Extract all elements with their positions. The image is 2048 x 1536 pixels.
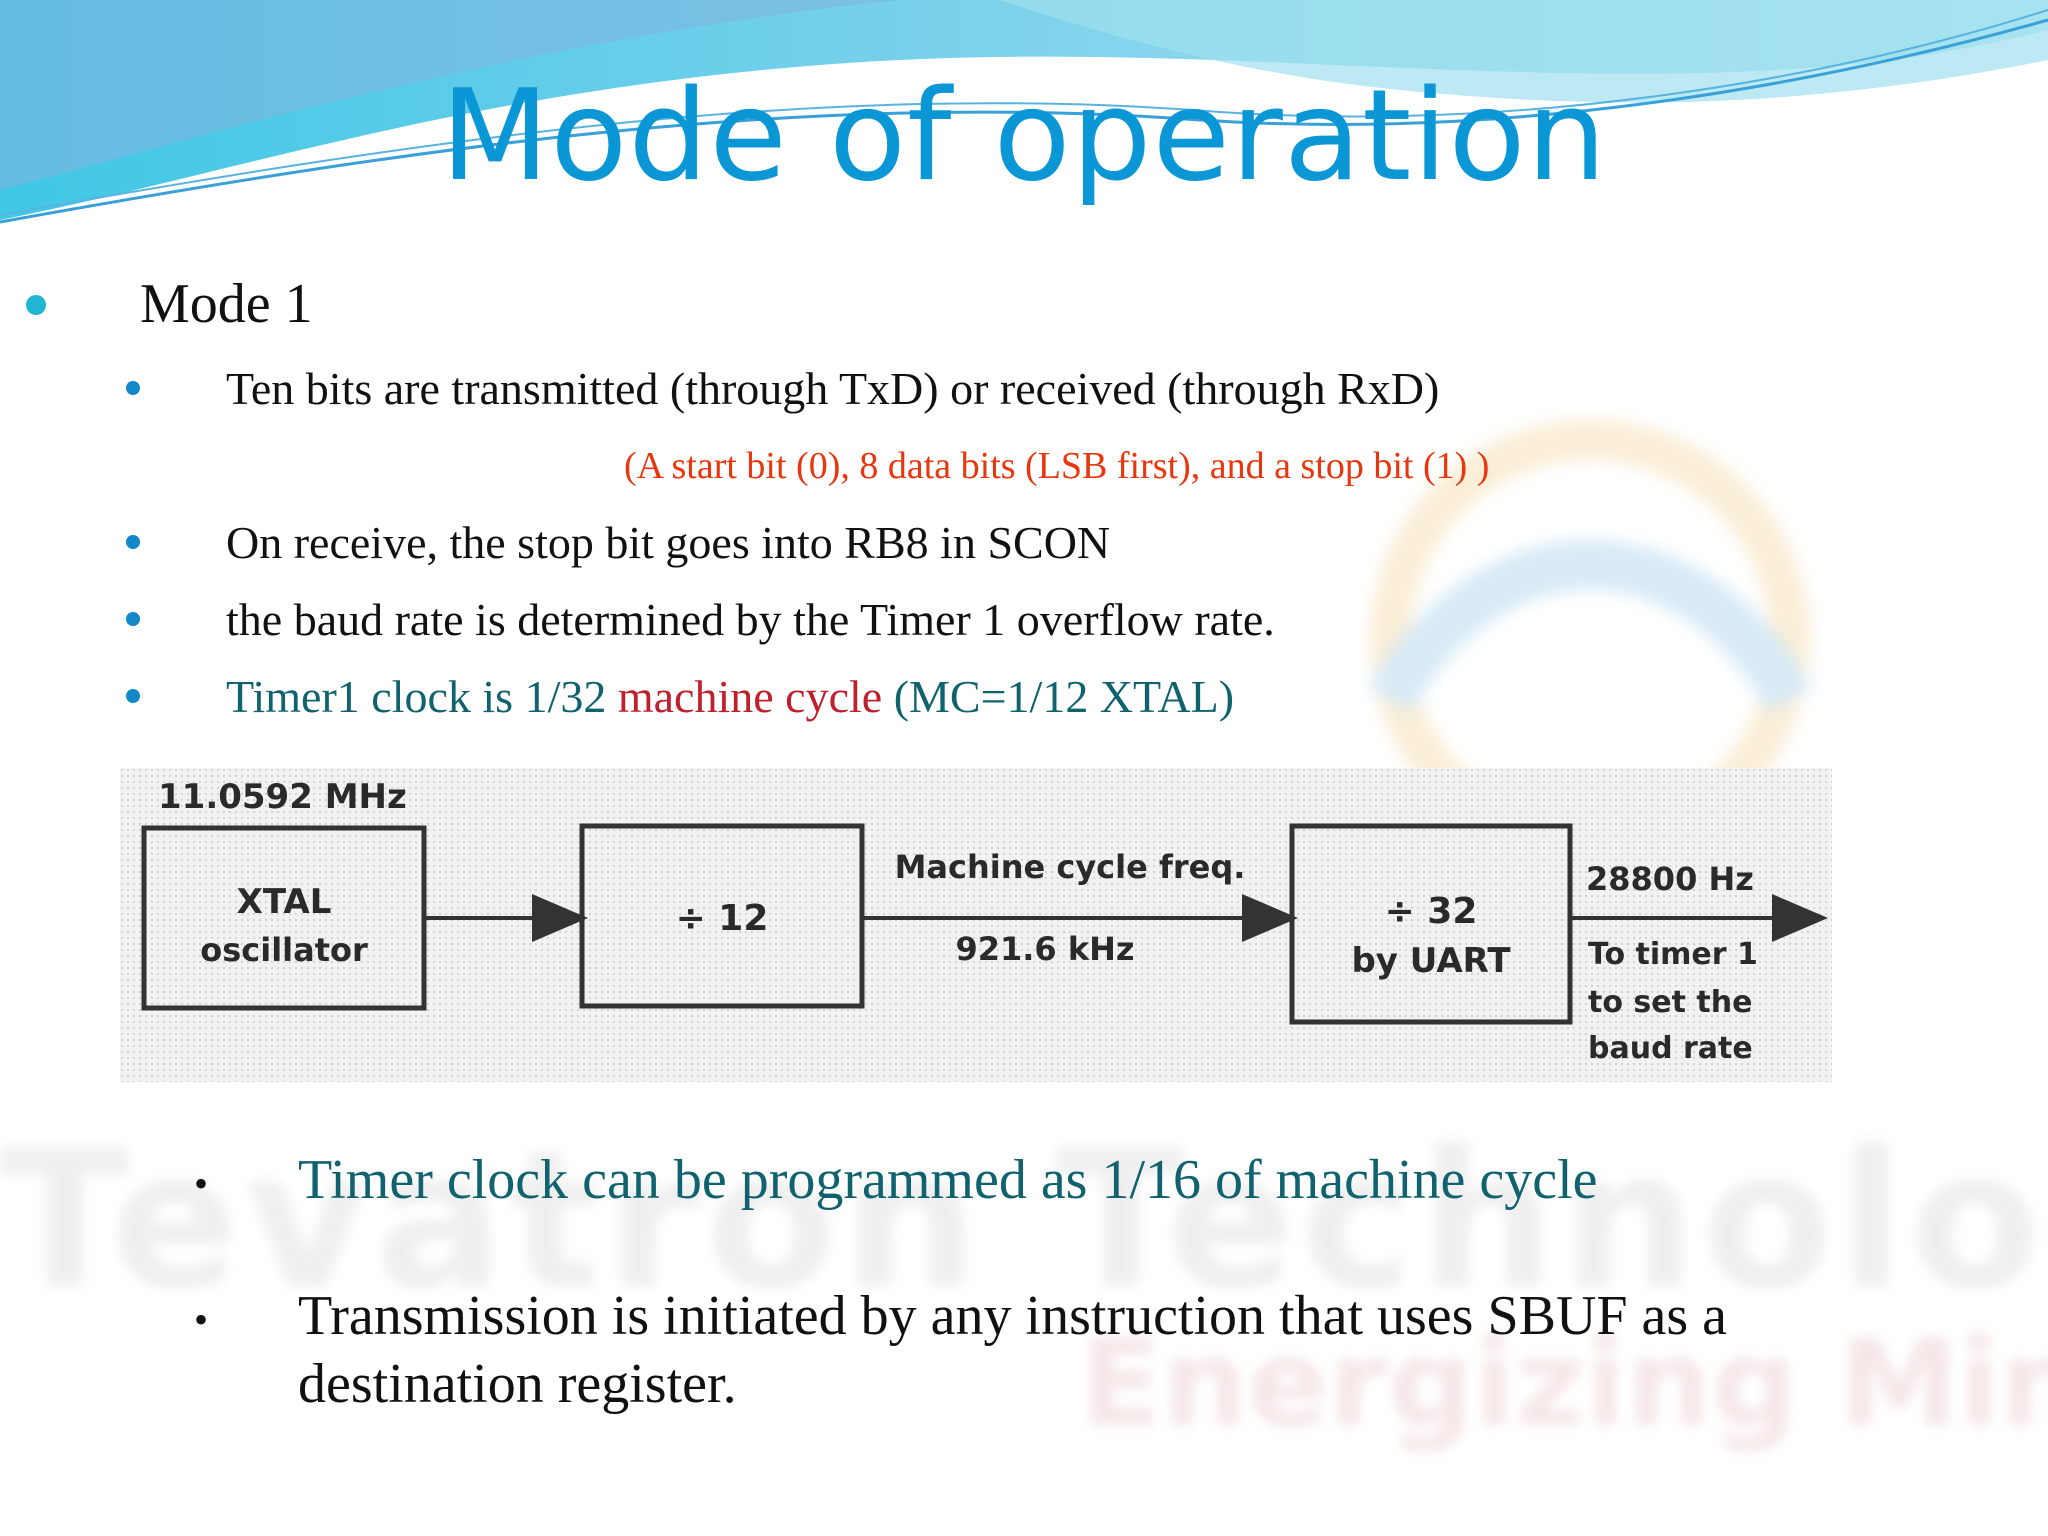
by-uart-label: by UART	[1351, 941, 1511, 981]
bullet-dot	[126, 612, 140, 626]
baud-rate-block-diagram: 11.0592 MHz XTAL oscillator ÷ 12 Machine…	[120, 768, 1832, 1082]
bullet-dot	[26, 295, 46, 315]
output-note-line3: baud rate	[1588, 1031, 1753, 1066]
bullet-transmission-line1: Transmission is initiated by any instruc…	[298, 1285, 1728, 1347]
watermark-company-name: Tevatron Technologies	[0, 1110, 2048, 1331]
bullet-ten-bits: Ten bits are transmitted (through TxD) o…	[226, 363, 1440, 414]
xtal-box-line2: oscillator	[200, 931, 368, 969]
divide-by-12-label: ÷ 12	[676, 898, 769, 939]
mode-heading: Mode 1	[140, 273, 313, 335]
output-frequency-label: 28800 Hz	[1586, 860, 1754, 898]
bullet-note-frame-format: (A start bit (0), 8 data bits (LSB first…	[624, 445, 1490, 487]
header-wave-decoration	[0, 0, 2048, 224]
bullet-transmission-line2: destination register.	[298, 1353, 737, 1415]
output-note-line1: To timer 1	[1588, 937, 1758, 972]
divide-by-32-uart-box	[1289, 823, 1573, 1025]
xtal-box-line1: XTAL	[237, 882, 332, 922]
watermark-tagline: Energizing Minds	[1080, 1315, 2048, 1454]
timer1-clock-text: Timer1 clock is 1/32	[226, 671, 607, 722]
divide-by-32-label: ÷ 32	[1385, 891, 1478, 932]
bullet-timer-clock-16: Timer clock can be programmed as 1/16 of…	[298, 1149, 1598, 1211]
bullet-dot-small: •	[194, 1161, 209, 1206]
machine-cycle-text: machine cycle	[617, 671, 883, 722]
slide-title: Mode of operation	[440, 62, 1608, 209]
bullet-dot-small: •	[194, 1297, 209, 1342]
bullet-dot	[126, 535, 140, 549]
machine-cycle-freq-value: 921.6 kHz	[955, 930, 1134, 968]
machine-cycle-freq-label: Machine cycle freq.	[895, 848, 1246, 886]
mc-formula-text: (MC=1/12 XTAL)	[893, 671, 1235, 722]
crystal-frequency-label: 11.0592 MHz	[158, 777, 407, 817]
bullet-stop-bit: On receive, the stop bit goes into RB8 i…	[226, 517, 1111, 568]
output-note-line2: to set the	[1588, 985, 1752, 1020]
bullet-dot	[126, 381, 140, 395]
bullet-dot	[126, 689, 140, 703]
bullet-timer1-clock: Timer1 clock is 1/32 machine cycle (MC=1…	[226, 670, 1234, 723]
bullet-baud-rate: the baud rate is determined by the Timer…	[226, 594, 1275, 645]
